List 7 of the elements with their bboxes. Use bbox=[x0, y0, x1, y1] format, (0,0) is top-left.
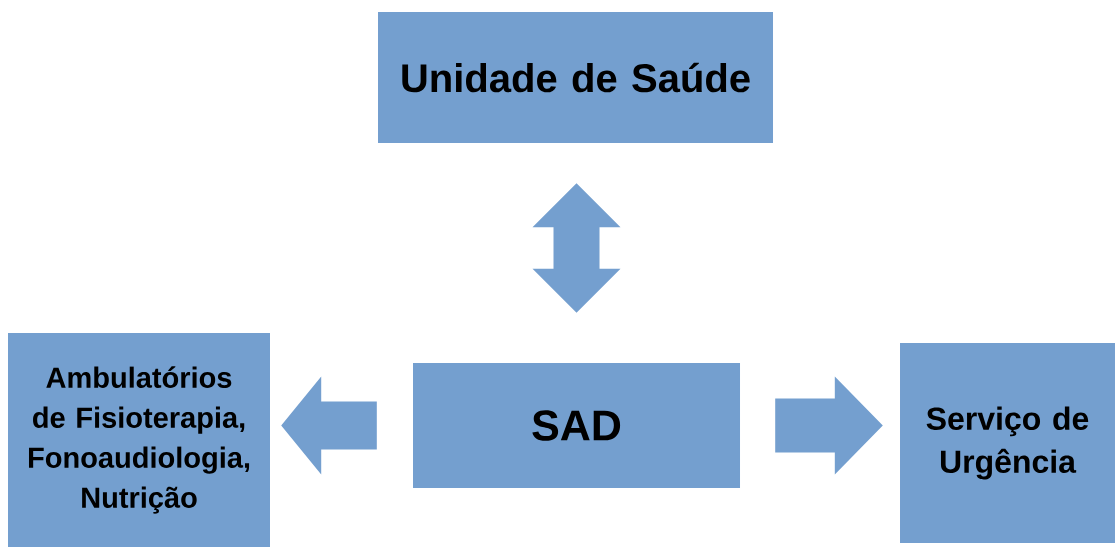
process-box: Unidade de Saúde bbox=[378, 12, 773, 143]
process-box: Ambulatórios de Fisioterapia, Fonoaudiologia, Nutrição bbox=[8, 333, 270, 547]
process-box: Serviço de Urgência bbox=[900, 343, 1115, 543]
process-box: SAD bbox=[413, 363, 740, 488]
block-arrow bbox=[775, 376, 883, 475]
block-arrow bbox=[281, 376, 377, 475]
block-arrow bbox=[532, 183, 621, 313]
